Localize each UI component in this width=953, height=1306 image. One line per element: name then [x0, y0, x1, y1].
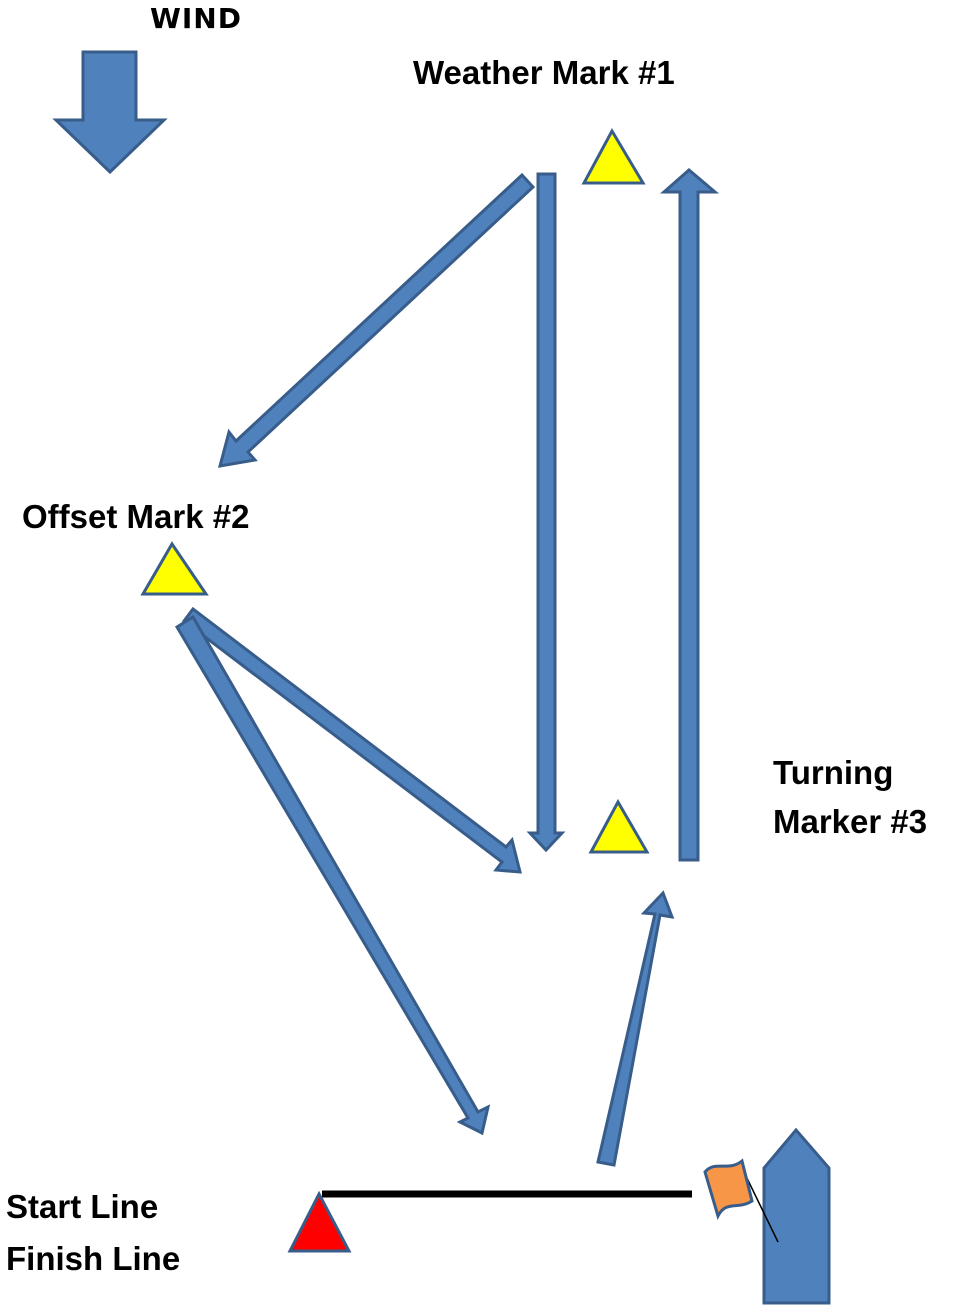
turning-marker-icon [588, 798, 650, 854]
committee-boat-icon [762, 1127, 831, 1305]
turning-marker-label-line1: Turning [773, 754, 894, 791]
start-mark-icon [287, 1190, 352, 1253]
offset-mark-label: Offset Mark #2 [22, 498, 250, 535]
weather-mark-icon [581, 127, 646, 185]
offset-mark-icon [140, 541, 209, 596]
start-line-label: Start Line [6, 1188, 159, 1225]
turning-marker-label-line2: Marker #3 [773, 803, 928, 840]
flag-pole [743, 1171, 779, 1243]
flag-icon [703, 1158, 754, 1221]
finish-line-label: Finish Line [6, 1240, 181, 1277]
wind-label: WIND [150, 2, 242, 35]
course-arrow-weather-to-offset [217, 172, 536, 468]
wind-arrow-icon [52, 50, 168, 175]
course-arrow-offset-to-start [174, 614, 491, 1136]
course-arrow-offset-to-turning [181, 606, 522, 874]
weather-mark-label: Weather Mark #1 [413, 54, 675, 91]
course-arrow-start-to-turning [596, 890, 675, 1167]
course-arrow-up-to-weather [660, 168, 720, 862]
course-arrow-weather-down [526, 172, 566, 853]
